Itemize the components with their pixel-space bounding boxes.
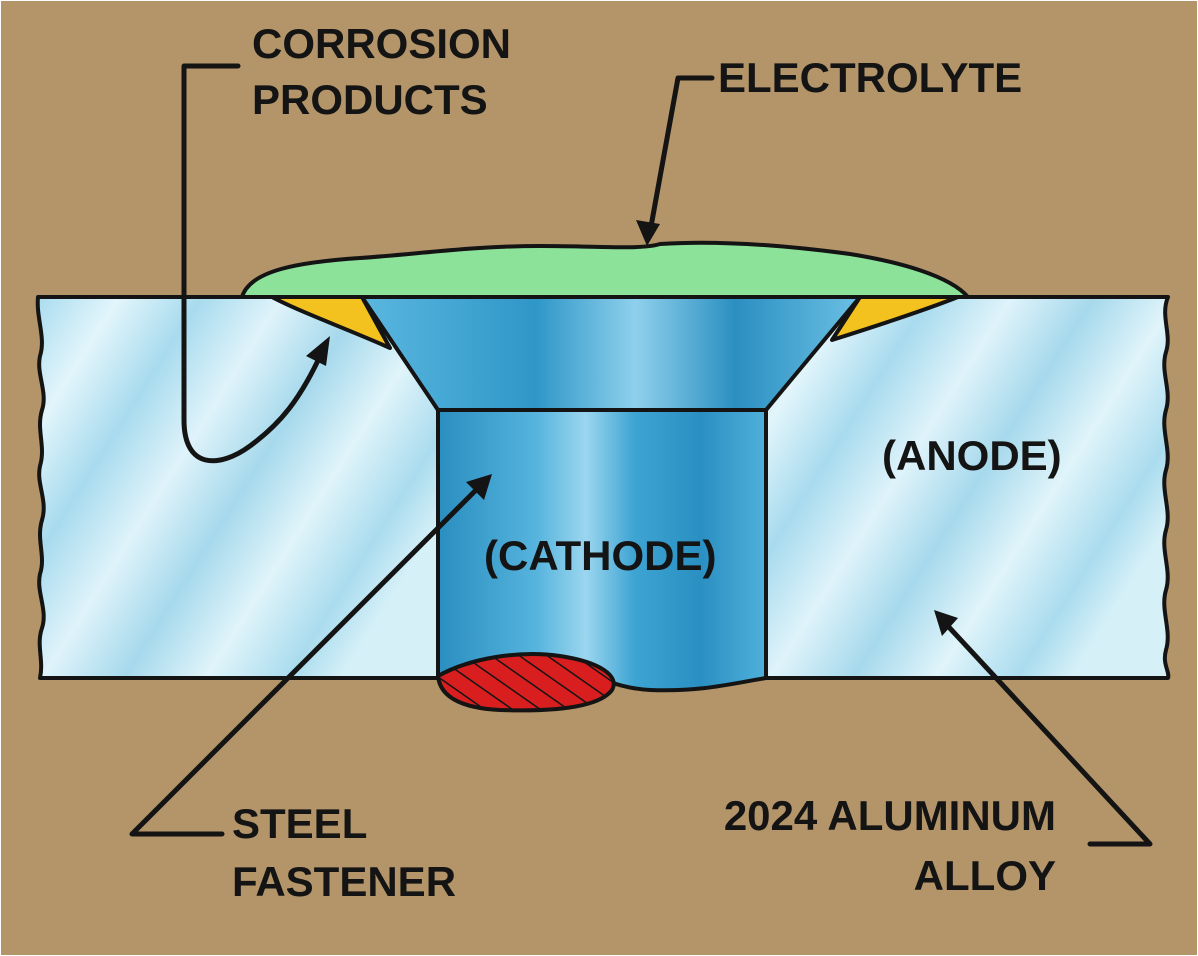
aluminum-alloy-arrowhead	[934, 610, 958, 636]
electrolyte-arrowhead	[636, 220, 660, 246]
aluminum-alloy-label-line1: 2024 ALUMINUM	[724, 792, 1056, 839]
aluminum-alloy-label-line2: ALLOY	[914, 852, 1056, 899]
steel-fastener-leader-arrow	[129, 483, 483, 837]
steel-fastener-arrowhead	[466, 474, 492, 500]
electrolyte-leader-arrow	[647, 75, 715, 235]
corrosion-products-label-line1: CORROSION	[252, 20, 511, 67]
anode-label: (ANODE)	[882, 432, 1062, 479]
corrosion-products-leader-arrow	[181, 63, 325, 464]
corrosion-products-left	[270, 295, 392, 350]
electrolyte-label: ELECTROLYTE	[718, 54, 1022, 101]
steel-fastener-label-line2: FASTENER	[232, 858, 456, 905]
cathode-label: (CATHODE)	[484, 532, 717, 579]
corrosion-products-arrowhead	[306, 336, 330, 366]
aluminum-alloy-leader-arrow	[943, 621, 1153, 847]
steel-fastener-label-line1: STEEL	[232, 800, 367, 847]
corroded-area-hatched	[436, 652, 616, 713]
corrosion-products-label-line2: PRODUCTS	[252, 76, 488, 123]
corrosion-products-right	[830, 295, 960, 342]
aluminum-plate-left	[35, 295, 440, 680]
electrolyte-drop	[240, 240, 970, 299]
aluminum-plate-right	[764, 295, 1171, 680]
